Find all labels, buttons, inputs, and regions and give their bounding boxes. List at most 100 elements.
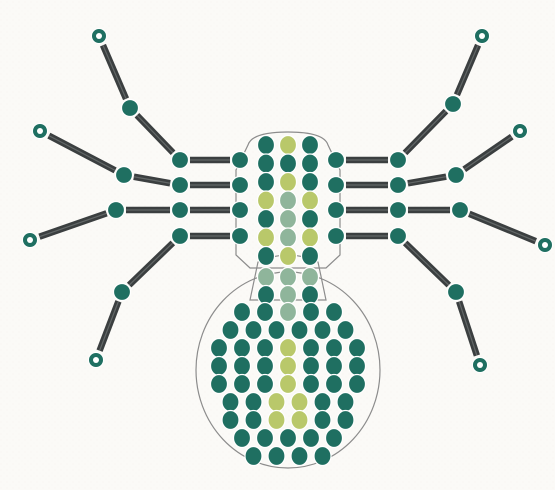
abdomen-bead xyxy=(326,303,343,322)
head-bead xyxy=(302,173,319,192)
abdomen-bead xyxy=(234,303,251,322)
leg-joint-bead xyxy=(445,96,462,113)
abdomen-bead xyxy=(291,393,308,412)
abdomen-bead xyxy=(257,429,274,448)
abdomen-bead xyxy=(222,393,239,412)
head-bead xyxy=(280,154,297,173)
leg-joint-bead xyxy=(390,202,407,219)
head-bead xyxy=(258,247,275,266)
end-loop-hole xyxy=(93,357,99,363)
abdomen-bead xyxy=(337,321,354,340)
abdomen-bead xyxy=(211,357,228,376)
leg-joint-bead xyxy=(232,152,249,169)
abdomen-bead xyxy=(280,303,297,322)
abdomen-bead xyxy=(257,375,274,394)
thorax-bead xyxy=(302,268,319,287)
abdomen-bead xyxy=(291,411,308,430)
leg-joint-bead xyxy=(390,228,407,245)
leg-joint-bead xyxy=(328,202,345,219)
leg-joint-bead xyxy=(172,152,189,169)
leg-joint-bead xyxy=(232,228,249,245)
head-bead xyxy=(302,154,319,173)
head-bead xyxy=(280,247,297,266)
thorax-bead xyxy=(258,268,275,287)
abdomen-bead xyxy=(337,393,354,412)
head-bead xyxy=(280,210,297,229)
abdomen-bead xyxy=(326,339,343,358)
abdomen-bead xyxy=(280,429,297,448)
abdomen-bead xyxy=(303,375,320,394)
thorax-bead xyxy=(258,286,275,305)
abdomen-bead xyxy=(303,339,320,358)
head-bead xyxy=(258,173,275,192)
leg-joint-bead xyxy=(172,228,189,245)
abdomen-bead xyxy=(234,375,251,394)
end-loop-hole xyxy=(96,33,102,39)
head-bead xyxy=(302,247,319,266)
end-loop-hole xyxy=(27,237,33,243)
abdomen-bead xyxy=(268,393,285,412)
end-loop-hole xyxy=(542,242,548,248)
abdomen-bead xyxy=(303,429,320,448)
abdomen-bead xyxy=(245,321,262,340)
abdomen-bead xyxy=(337,411,354,430)
abdomen-bead xyxy=(291,321,308,340)
abdomen-bead xyxy=(303,303,320,322)
abdomen-bead xyxy=(280,375,297,394)
head-bead xyxy=(280,228,297,247)
leg-joint-bead xyxy=(114,284,131,301)
leg-joint-bead xyxy=(116,167,133,184)
abdomen-bead xyxy=(222,411,239,430)
leg-joint-bead xyxy=(108,202,125,219)
head-bead xyxy=(258,154,275,173)
leg-joint-bead xyxy=(448,167,465,184)
leg-joint-bead xyxy=(328,177,345,194)
abdomen-bead xyxy=(326,357,343,376)
abdomen-bead xyxy=(245,393,262,412)
head-bead xyxy=(302,136,319,155)
abdomen-bead xyxy=(234,357,251,376)
head-bead xyxy=(258,210,275,229)
end-loop-hole xyxy=(477,362,483,368)
abdomen-bead xyxy=(314,447,331,466)
abdomen-bead xyxy=(245,411,262,430)
abdomen-bead xyxy=(268,321,285,340)
abdomen-bead xyxy=(211,339,228,358)
abdomen-bead xyxy=(268,411,285,430)
abdomen-bead xyxy=(245,447,262,466)
leg-joint-bead xyxy=(232,202,249,219)
head-bead xyxy=(280,173,297,192)
leg-joint-bead xyxy=(390,177,407,194)
thorax-bead xyxy=(302,286,319,305)
leg-joint-bead xyxy=(452,202,469,219)
end-loop-hole xyxy=(479,33,485,39)
leg-joint-bead xyxy=(448,284,465,301)
head-bead xyxy=(280,191,297,210)
leg-joint-bead xyxy=(390,152,407,169)
abdomen-bead xyxy=(291,447,308,466)
end-loop-hole xyxy=(517,128,523,134)
abdomen-bead xyxy=(211,375,228,394)
abdomen-bead xyxy=(257,357,274,376)
abdomen-bead xyxy=(280,357,297,376)
abdomen-bead xyxy=(280,339,297,358)
abdomen-bead xyxy=(234,339,251,358)
abdomen-bead xyxy=(349,357,366,376)
abdomen-bead xyxy=(303,357,320,376)
abdomen-bead xyxy=(349,339,366,358)
abdomen-bead xyxy=(222,321,239,340)
abdomen-bead xyxy=(314,393,331,412)
leg-joint-bead xyxy=(122,100,139,117)
head-bead xyxy=(258,228,275,247)
head-bead xyxy=(280,136,297,155)
end-loop-hole xyxy=(37,128,43,134)
leg-joint-bead xyxy=(232,177,249,194)
leg-joint-bead xyxy=(328,228,345,245)
abdomen-bead xyxy=(234,429,251,448)
head-bead xyxy=(302,191,319,210)
leg-joint-bead xyxy=(172,177,189,194)
thorax-bead xyxy=(280,268,297,287)
abdomen-bead xyxy=(314,321,331,340)
abdomen-bead xyxy=(326,429,343,448)
